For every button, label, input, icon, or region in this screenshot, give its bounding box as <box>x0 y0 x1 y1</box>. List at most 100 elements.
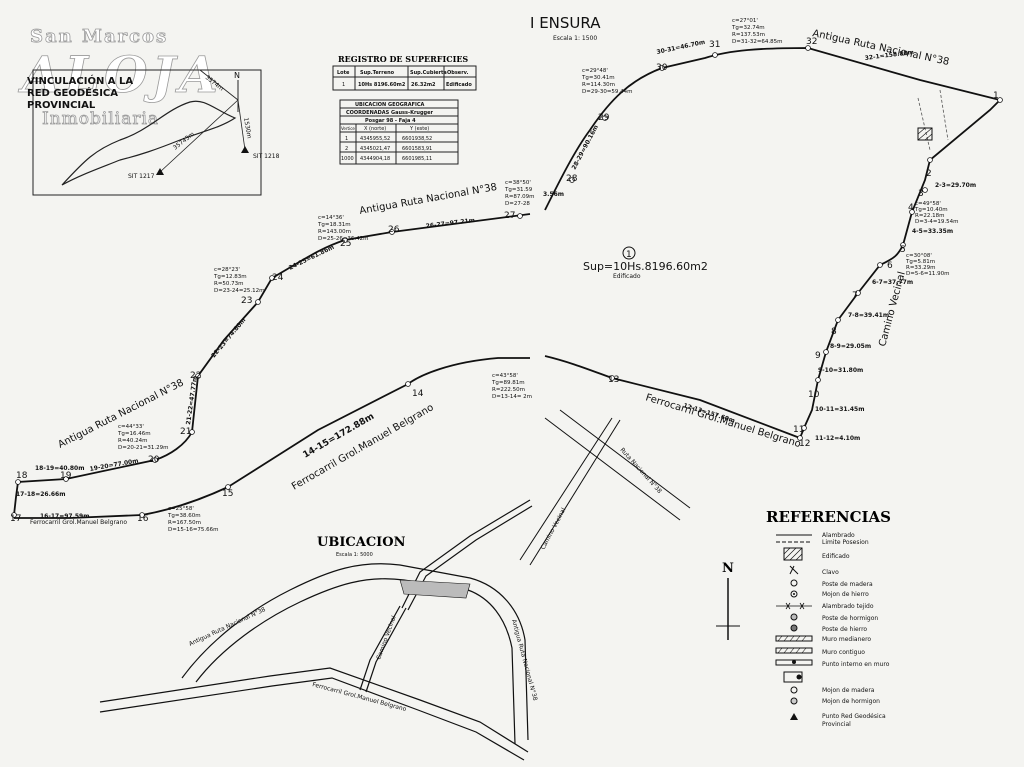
road-intersection <box>519 409 691 566</box>
label-camino-2: Camino Vecinal <box>540 507 568 551</box>
curve-56-3: R=33.29m <box>906 265 936 271</box>
vertex-marker-26 <box>389 229 395 235</box>
vertex-marker-20 <box>152 457 158 463</box>
legend-sym-contiguo-hatch <box>777 647 807 654</box>
vertex-marker-9 <box>823 349 829 355</box>
parcel-sup: Sup=10Hs.8196.60m2 <box>583 260 708 273</box>
road-ruta38-top: Antigua Ruta Nacional N°38 <box>811 28 950 68</box>
camino-edge-a <box>519 417 613 561</box>
parcel-lot-circle <box>622 246 636 260</box>
curve-2930-4: D=29-30=59.44m <box>582 89 633 95</box>
vertex-marker-8 <box>835 317 841 323</box>
legend-sym-edificado-hatch <box>783 547 803 561</box>
vertex-label-22: 22 <box>190 371 201 381</box>
vertex-label-6: 6 <box>887 261 893 271</box>
ubicacion-geografica: UBICACION GEOGRAFICA COORDENADAS Gauss-K… <box>339 99 459 165</box>
boundary-south-left <box>14 357 530 519</box>
curve-2324-2: Tg=12.83m <box>213 274 247 280</box>
ubicgeo-h-y: Y (este) <box>409 126 429 132</box>
side-21-22: 21-22=47.77m <box>185 375 199 425</box>
curve-1516-1: c=25°58' <box>168 506 194 512</box>
legend-sym-muro-block <box>783 671 803 683</box>
vertex-marker-14 <box>405 381 411 387</box>
ubicgeo-r2-v: 2 <box>345 146 348 152</box>
legend-sym-mojon-hierro-dot <box>793 593 795 595</box>
boundary-north-right <box>544 47 1001 211</box>
curve-2021-2: Tg=16.46m <box>117 431 151 437</box>
registro-superficies: REGISTRO DE SUPERFICIES Lote Sup.Terreno… <box>332 54 477 91</box>
registro-c-terreno: 10Hs 8196.60m2 <box>358 82 406 88</box>
vertex-label-17: 17 <box>10 514 21 524</box>
curve-1516-4: D=15-16=75.66m <box>168 527 219 533</box>
vertex-label-3: 3 <box>918 189 924 199</box>
vertex-marker-22 <box>195 373 201 379</box>
curve-1314-2: Tg=89.81m <box>491 380 525 386</box>
curve-45-4: D=3-4=19.54m <box>915 219 959 225</box>
vertex-label-5: 5 <box>900 245 906 255</box>
side-28-29: 28-29=90.16m <box>571 124 600 171</box>
legend-sym-red-geodesica <box>790 713 798 720</box>
parcel-boundary <box>13 47 1001 519</box>
vertex-marker-32 <box>805 45 811 51</box>
legend-item-4: Poste de madera <box>822 581 873 588</box>
curve-56-1: c=30°08' <box>906 253 932 259</box>
inset-title-l2: RED GEODÉSICA <box>27 86 118 99</box>
legend-sym-mojon-hormigon <box>790 697 798 705</box>
vertex-marker-18 <box>15 479 21 485</box>
side-4-5: 4-5=33.35m <box>912 228 953 235</box>
ubicacion-title: UBICACION <box>317 535 406 550</box>
vertex-label-32: 32 <box>806 37 817 47</box>
curve-2728-2: Tg=31.59 <box>504 187 533 193</box>
ubic-parcel-fill <box>399 579 471 599</box>
ubicacion-scale: Escala 1: 5000 <box>336 552 373 558</box>
vertex-marker-3 <box>922 187 928 193</box>
legend-item-14: Punto Red Geodésica <box>822 713 886 720</box>
vertex-marker-17 <box>11 512 17 518</box>
ubicgeo-title: UBICACION GEOGRAFICA <box>355 102 425 108</box>
vertex-marker-25 <box>342 237 348 243</box>
boundary-east <box>799 99 1001 439</box>
side-9-10: 9-10=31.80m <box>818 367 863 374</box>
side-10-11: 10-11=31.45m <box>815 406 864 413</box>
vertex-label-7: 7 <box>852 291 858 301</box>
vertex-label-2: 2 <box>926 169 932 179</box>
vertex-marker-28 <box>569 177 575 183</box>
inset-sit1217-triangle <box>156 168 164 175</box>
registro-c-observ: Edificado <box>446 82 472 88</box>
inset-tie-line-2 <box>237 99 246 151</box>
north-arrow-main: N <box>716 561 740 640</box>
side-8-9: 8-9=29.05m <box>830 343 871 350</box>
ubic-ruta38-a <box>181 563 529 741</box>
vertex-marker-2 <box>927 157 933 163</box>
side-30-31: 30-31=46.70m <box>656 39 706 56</box>
vertex-label-30: 30 <box>656 63 668 73</box>
ubic-ferro-a <box>99 667 529 753</box>
legend-sym-tejido <box>776 602 812 610</box>
vertex-marker-27 <box>517 213 523 219</box>
curve-2324-3: R=50.73m <box>214 281 244 287</box>
legend-item-11: Punto interno en muro <box>822 661 890 668</box>
curve-3132-2: Tg=32.74m <box>731 25 765 31</box>
parcel-edif: Edificado <box>613 273 641 280</box>
vertex-markers <box>11 45 1003 518</box>
legend-sym-edificado <box>783 547 803 561</box>
vertex-label-8: 8 <box>831 327 837 337</box>
legend-item-1: Limite Posesion <box>822 539 869 546</box>
side-18-19: 18-19=40.80m <box>35 465 84 472</box>
edificado-hatch <box>917 127 933 141</box>
ubicgeo-r3-v: 1000 <box>341 156 354 162</box>
ubic-ruta38-label: Antigua Ruta Nacional N°38 <box>188 606 267 648</box>
vertex-marker-12 <box>797 435 803 441</box>
curve-2930-2: Tg=30.41m <box>581 75 615 81</box>
curve-3132-1: c=27°01' <box>732 18 758 24</box>
vertex-marker-4 <box>909 209 915 215</box>
vertex-label-27: 27 <box>504 211 515 221</box>
registro-h-observ: Observ. <box>447 70 469 76</box>
vertex-marker-24 <box>269 275 275 281</box>
legend-item-10: Muro contiguo <box>822 649 865 656</box>
vertex-label-29: 29 <box>598 113 610 123</box>
inset-tie-line-3 <box>199 69 239 101</box>
watermark-brand: ALOJA <box>18 45 222 104</box>
vertex-label-28: 28 <box>566 174 578 184</box>
